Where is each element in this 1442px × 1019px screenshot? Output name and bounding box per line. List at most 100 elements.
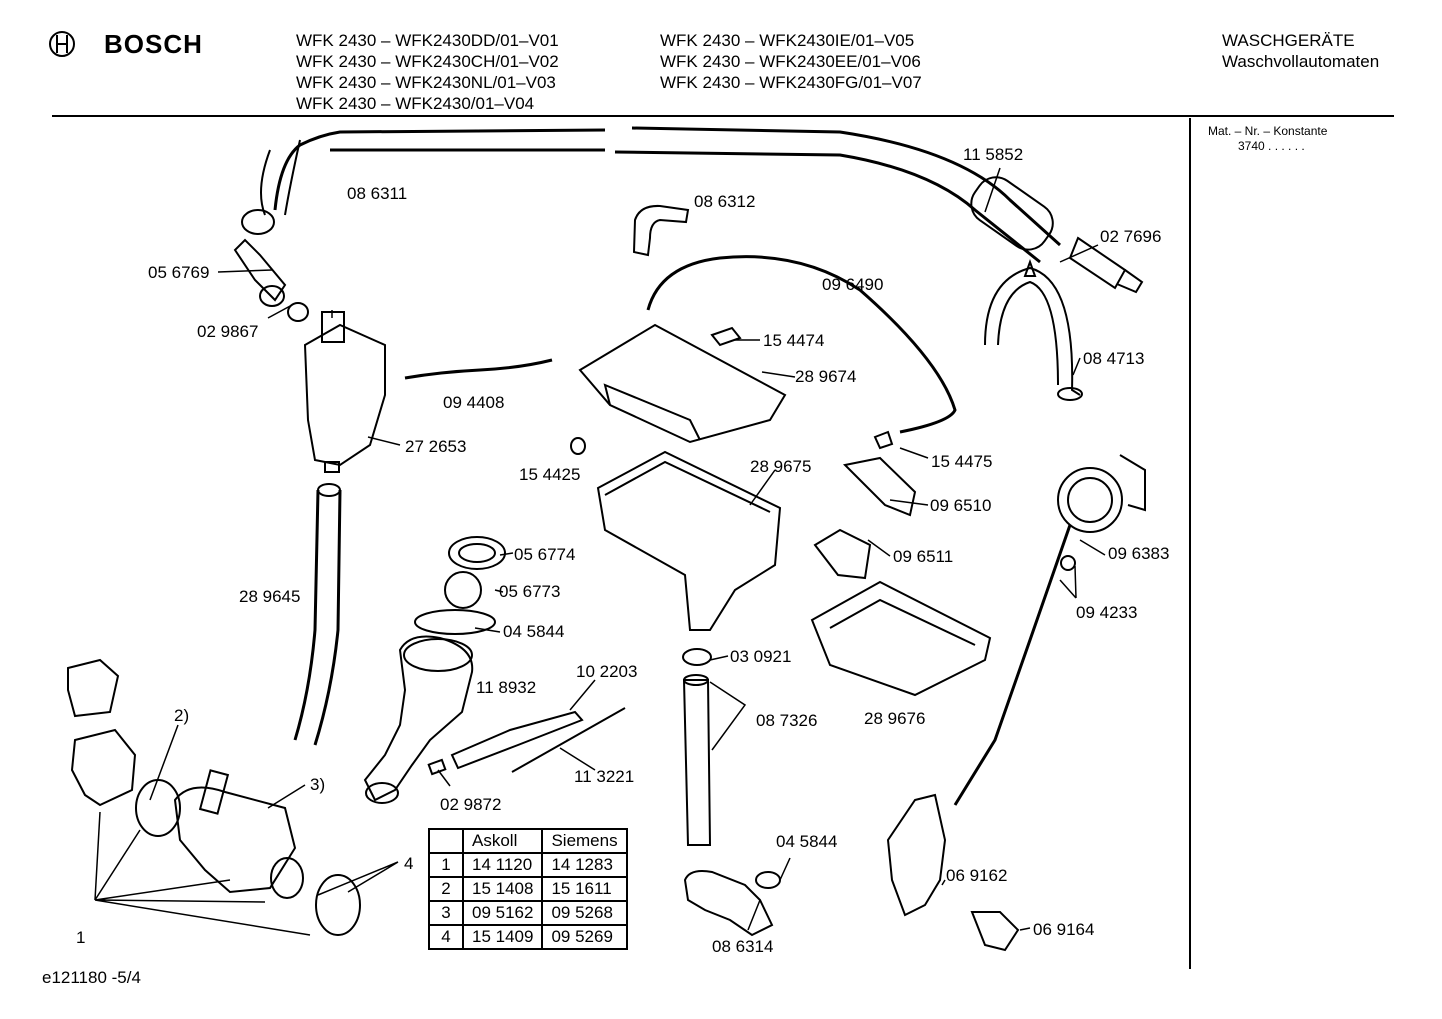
reservoir-part: [303, 323, 386, 467]
pressure-switch-part: [1057, 467, 1123, 533]
table-row: 4 15 1409 09 5269: [428, 924, 628, 950]
side-panel-value: 3740 . . . . . .: [1238, 139, 1305, 153]
part-label: 09 6510: [930, 496, 992, 515]
part-label: 05 6773: [499, 582, 561, 601]
part-label: 09 4233: [1076, 603, 1138, 622]
model-line: WFK 2430 – WFK2430NL/01–V03: [296, 73, 556, 92]
side-divider: [1189, 118, 1191, 969]
dispenser-housing-part: [596, 450, 782, 631]
part-label: 10 2203: [576, 662, 638, 681]
part-label: 11 5852: [963, 145, 1024, 164]
bellows-part: [363, 635, 474, 802]
table-cell: 14 1120: [461, 852, 544, 878]
document-code: e121180 -5/4: [42, 968, 141, 987]
table-row: 3 09 5162 09 5268: [428, 900, 628, 926]
detergent-drawer-part: [810, 580, 992, 697]
part-label: 28 9676: [864, 709, 926, 728]
part-label: 28 9674: [795, 367, 857, 386]
part-label: 02 9867: [197, 322, 259, 341]
part-label: 06 9162: [946, 866, 1008, 885]
part-label: 03 0921: [730, 647, 792, 666]
table-cell: 09 5269: [541, 924, 628, 950]
filter-part: [315, 874, 361, 936]
pump-housing-part: [173, 786, 297, 894]
table-cell: 14 1283: [541, 852, 628, 878]
part-label: 08 6312: [694, 192, 756, 211]
table-cell: 1: [428, 852, 464, 878]
part-label: 05 6774: [514, 545, 576, 564]
category-title: WASCHGERÄTE: [1222, 31, 1355, 50]
part-label: 1: [76, 928, 86, 947]
holder-part: [886, 793, 947, 917]
part-label: 09 6490: [822, 275, 884, 294]
models-column-2: WFK 2430 – WFK2430IE/01–V05 WFK 2430 – W…: [660, 30, 922, 93]
part-label: 08 7326: [756, 711, 818, 730]
table-row: 2 15 1408 15 1611: [428, 876, 628, 902]
wire-part: [511, 707, 626, 773]
ring-part: [682, 648, 712, 666]
supply-hose-part: [631, 126, 1062, 247]
elbow-part: [241, 209, 275, 235]
part-label: 15 4475: [931, 452, 993, 471]
vertical-hose-part: [293, 489, 320, 741]
part-label: 08 6311: [347, 184, 408, 203]
ball-part: [444, 571, 482, 609]
part-label: 11 8932: [476, 678, 537, 697]
table-header-cell: Siemens: [541, 828, 628, 854]
part-label: 2): [174, 706, 190, 725]
part-label: 04 5844: [503, 622, 565, 641]
table-cell: 15 1611: [541, 876, 628, 902]
side-panel: Mat. – Nr. – Konstante 3740 . . . . . .: [1208, 124, 1327, 154]
hose-end-part: [1068, 236, 1127, 290]
o-ring-part: [135, 779, 181, 837]
part-label: 28 9645: [239, 587, 301, 606]
table-cell: 09 5268: [541, 900, 628, 926]
pipe-part: [682, 679, 712, 846]
part-label: 08 4713: [1083, 349, 1145, 368]
hose-part: [450, 710, 584, 770]
connection-hose-part: [646, 255, 957, 434]
table-cell: 15 1408: [461, 876, 544, 902]
models-column-1: WFK 2430 – WFK2430DD/01–V01 WFK 2430 – W…: [296, 30, 559, 114]
bosch-logo-icon: [49, 31, 75, 57]
part-label: 09 4408: [443, 393, 505, 412]
header-divider: [52, 115, 1394, 117]
part-label: 27 2653: [405, 437, 467, 456]
model-line: WFK 2430 – WFK2430EE/01–V06: [660, 52, 921, 71]
table-header-cell: Askoll: [461, 828, 544, 854]
table-cell: 09 5162: [461, 900, 544, 926]
table-cell: 2: [428, 876, 464, 902]
side-panel-label: Mat. – Nr. – Konstante: [1208, 124, 1328, 138]
table-header-cell: [428, 828, 464, 854]
model-line: WFK 2430 – WFK2430DD/01–V01: [296, 31, 559, 50]
part-label: 02 9872: [440, 795, 502, 814]
pump-variants-table: Askoll Siemens 1 14 1120 14 1283 2 15 14…: [428, 828, 628, 950]
table-cell: 4: [428, 924, 464, 950]
part-label: 05 6769: [148, 263, 210, 282]
table-cell: 15 1409: [461, 924, 544, 950]
part-label: 06 9164: [1033, 920, 1095, 939]
model-line: WFK 2430 – WFK2430CH/01–V02: [296, 52, 559, 71]
part-label: 3): [310, 775, 326, 794]
valve-part: [842, 456, 917, 517]
pump-cover-part: [67, 658, 120, 718]
model-line: WFK 2430 – WFK2430IE/01–V05: [660, 31, 915, 50]
o-ring-part: [270, 857, 304, 899]
part-label: 09 6383: [1108, 544, 1170, 563]
category-block: WASCHGERÄTE Waschvollautomaten: [1222, 30, 1379, 72]
pump-motor-part: [70, 728, 137, 807]
part-label: 02 7696: [1100, 227, 1162, 246]
part-label: 15 4425: [519, 465, 581, 484]
part-label: 15 4474: [763, 331, 825, 350]
model-line: WFK 2430 – WFK2430FG/01–V07: [660, 73, 922, 92]
brand-name: BOSCH: [104, 29, 203, 59]
drain-hose-part: [273, 128, 606, 211]
part-label: 04 5844: [776, 832, 838, 851]
exploded-parts-diagram: [67, 126, 1146, 952]
hose-coil-part: [970, 176, 1054, 251]
dispenser-lid-part: [578, 323, 787, 444]
part-label: 4: [404, 854, 414, 873]
category-subtitle: Waschvollautomaten: [1222, 52, 1380, 71]
table-cell: 3: [428, 900, 464, 926]
ring-part: [287, 302, 309, 322]
